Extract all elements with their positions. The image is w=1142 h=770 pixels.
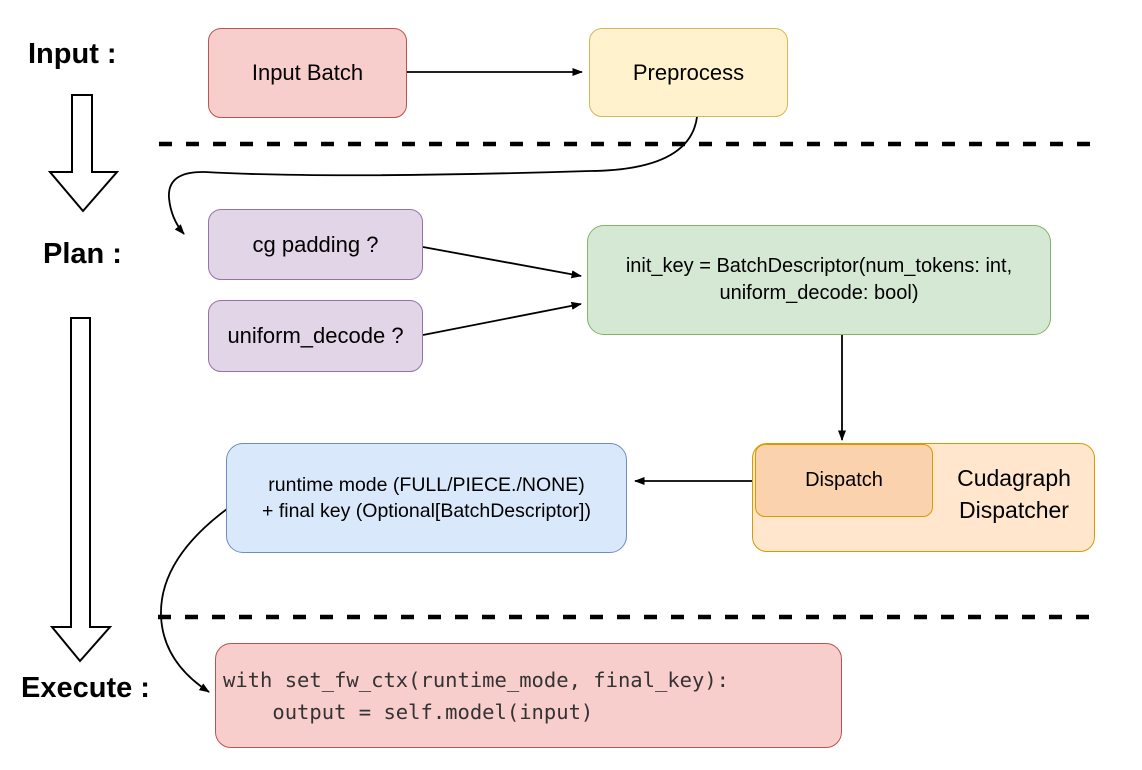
stage-label-input: Input : [28, 38, 117, 70]
stage-label-execute: Execute : [21, 672, 150, 704]
node-execute-code: with set_fw_ctx(runtime_mode, final_key)… [215, 643, 842, 748]
arrow-runtimemode-to-code [160, 505, 232, 693]
init-key-line-1: init_key = BatchDescriptor(num_tokens: i… [625, 255, 1013, 277]
node-uniform-decode: uniform_decode ? [208, 300, 423, 372]
arrow-uniformdecode-to-initkey [422, 301, 582, 336]
node-dispatch: Dispatch [755, 444, 933, 517]
runtime-mode-line-1: runtime mode (FULL/PIECE./NONE) [268, 473, 585, 496]
node-cg-padding: cg padding ? [208, 209, 423, 280]
runtime-mode-line-2: + final key (Optional[BatchDescriptor]) [262, 500, 591, 522]
stage-arrow-input-to-plan [47, 94, 120, 213]
node-preprocess: Preprocess [589, 28, 788, 117]
arrow-cgpadding-to-initkey [422, 246, 582, 279]
code-line-1: with set_fw_ctx(runtime_mode, final_key)… [223, 667, 730, 692]
init-key-line-2: uniform_decode: bool) [719, 282, 919, 304]
code-line-2: output = self.model(input) [223, 699, 594, 724]
cudagraph-dispatcher-label: Cudagraph Dispatcher [957, 465, 1071, 523]
stage-label-plan: Plan : [43, 238, 122, 270]
node-init-key: init_key = BatchDescriptor(num_tokens: i… [587, 225, 1051, 335]
arrow-preprocess-to-cgpadding [168, 116, 698, 235]
stage-arrow-plan-to-execute [49, 317, 113, 663]
node-runtime-mode: runtime mode (FULL/PIECE./NONE) + final … [226, 443, 627, 553]
node-input-batch: Input Batch [208, 28, 407, 118]
